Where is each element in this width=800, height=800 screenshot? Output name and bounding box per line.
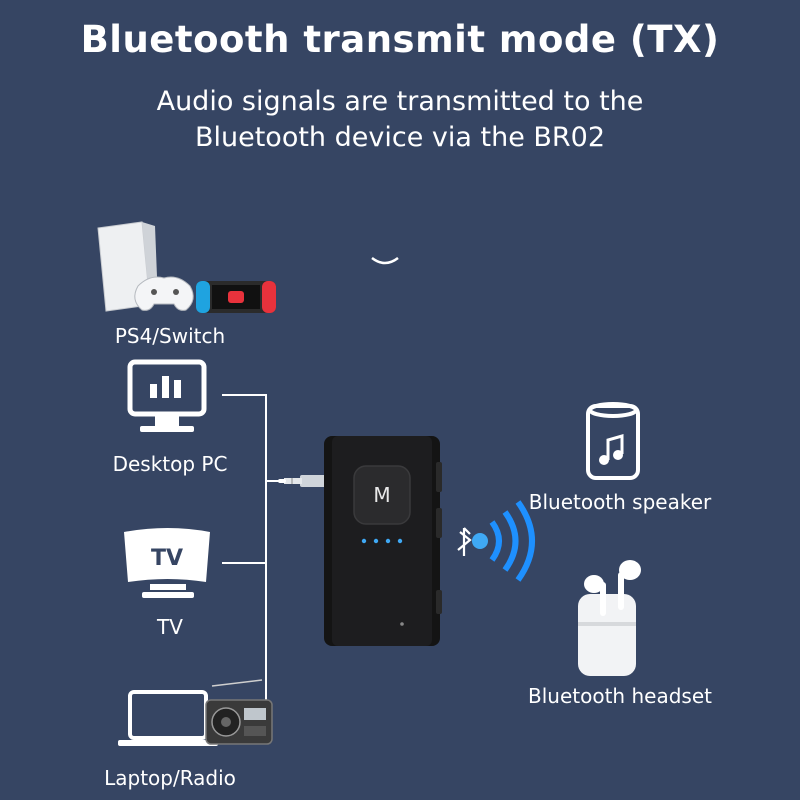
bluetooth-transmitter-device [324,436,442,646]
desktop-monitor-icon [127,359,207,432]
subtitle-line-2: Bluetooth device via the BR02 [194,122,606,153]
source-label-desktop-pc: Desktop PC [112,452,228,476]
smile-mark [371,256,399,265]
page-subtitle: Audio signals are transmitted to the Blu… [0,84,800,156]
source-label-tv: TV [157,615,183,639]
source-label-ps4-switch: PS4/Switch [114,324,226,348]
connection-lines [222,394,300,705]
target-label-headset: Bluetooth headset [528,684,712,708]
console-icon [97,221,276,313]
audio-jack-icon [278,475,326,487]
bluetooth-signal-icon [457,500,535,582]
target-label-speaker: Bluetooth speaker [528,490,712,514]
line-desktop [222,394,267,705]
tv-icon-text: TV [151,546,183,571]
source-label-laptop-radio: Laptop/Radio [104,766,236,790]
earbuds-icon [578,560,641,676]
subtitle-line-1: Audio signals are transmitted to the [156,86,644,117]
speaker-icon [586,402,640,480]
device-mode-button[interactable]: M [373,483,391,507]
page-title: Bluetooth transmit mode (TX) [80,18,720,61]
tv-icon: TV [124,528,210,598]
laptop-radio-icon [118,679,273,746]
